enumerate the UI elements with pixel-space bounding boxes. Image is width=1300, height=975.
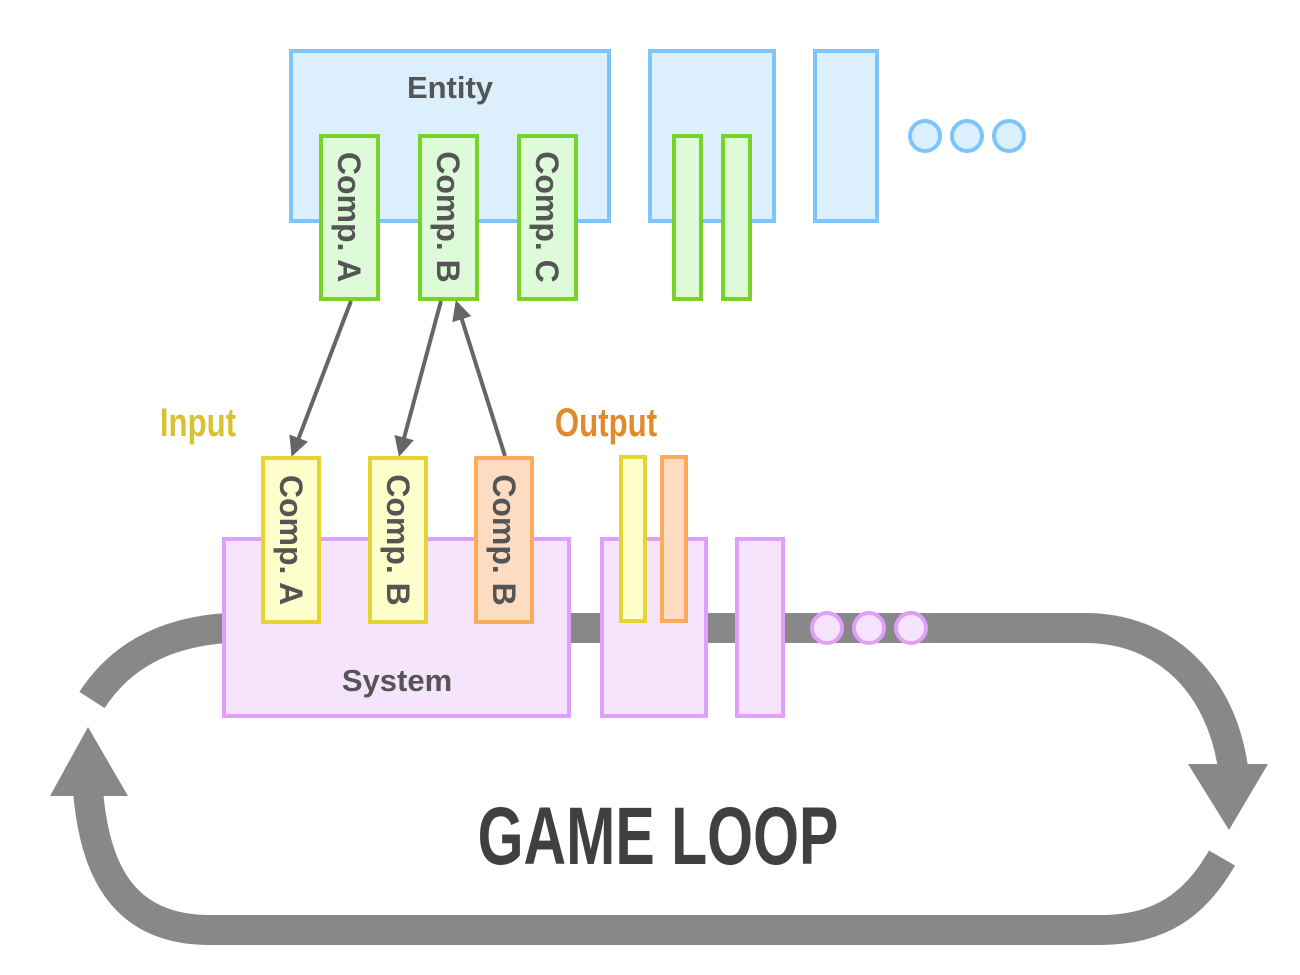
entity-ellipsis-dot (908, 119, 942, 153)
output-label: Output (555, 400, 657, 445)
output-component-b[interactable] (474, 456, 534, 624)
system-box-3[interactable] (735, 537, 785, 718)
loop-top-left-arc (79, 613, 230, 709)
entity-component-b-label: Comp. B (430, 151, 466, 283)
entity-label: Entity (407, 70, 494, 105)
system-2-output-component[interactable] (660, 455, 688, 623)
entity-ellipsis-dot (992, 119, 1026, 153)
system-label: System (342, 663, 452, 698)
system-ellipsis-dot (810, 611, 844, 645)
entity-box-3[interactable] (813, 49, 879, 223)
output-component-b-label: Comp. B (486, 474, 522, 606)
entity-ellipsis-dot (950, 119, 984, 153)
entity-2-component[interactable] (672, 134, 703, 301)
input-component-b-label: Comp. B (380, 474, 416, 606)
entity-2-component[interactable] (721, 134, 752, 301)
system-2-input-component[interactable] (619, 455, 647, 623)
entity-component-b[interactable] (418, 134, 479, 301)
input-component-b[interactable] (368, 456, 428, 624)
input-component-a-label: Comp. A (273, 475, 309, 605)
loop-right-arc (1084, 613, 1248, 771)
system-ellipsis-dot (894, 611, 928, 645)
entity-group: Entity (289, 49, 1026, 223)
entity-component-a[interactable] (319, 134, 380, 301)
system-ellipsis-dot (852, 611, 886, 645)
game-loop-title: GAME LOOP (478, 791, 839, 883)
entity-box-2[interactable] (648, 49, 776, 223)
loop-bottom-right-arc (73, 788, 1236, 945)
input-component-a[interactable] (261, 456, 321, 624)
loop-right-arrowhead (1188, 764, 1268, 830)
arrow-comp-b-to-input (394, 300, 443, 457)
arrow-comp-a-to-input (289, 300, 353, 457)
input-label: Input (160, 400, 236, 445)
entity-components: Comp. A Comp. B Comp. C (319, 134, 752, 301)
entity-component-c[interactable] (517, 134, 578, 301)
system-box-2[interactable] (600, 537, 708, 718)
loop-left-arrowhead (50, 727, 128, 796)
data-flow-arrows (289, 300, 507, 457)
entity-component-c-label: Comp. C (529, 151, 565, 283)
entity-component-a-label: Comp. A (331, 152, 367, 282)
system-components: Comp. A Comp. B Comp. B (261, 455, 688, 624)
arrow-output-to-comp-b (452, 300, 507, 457)
